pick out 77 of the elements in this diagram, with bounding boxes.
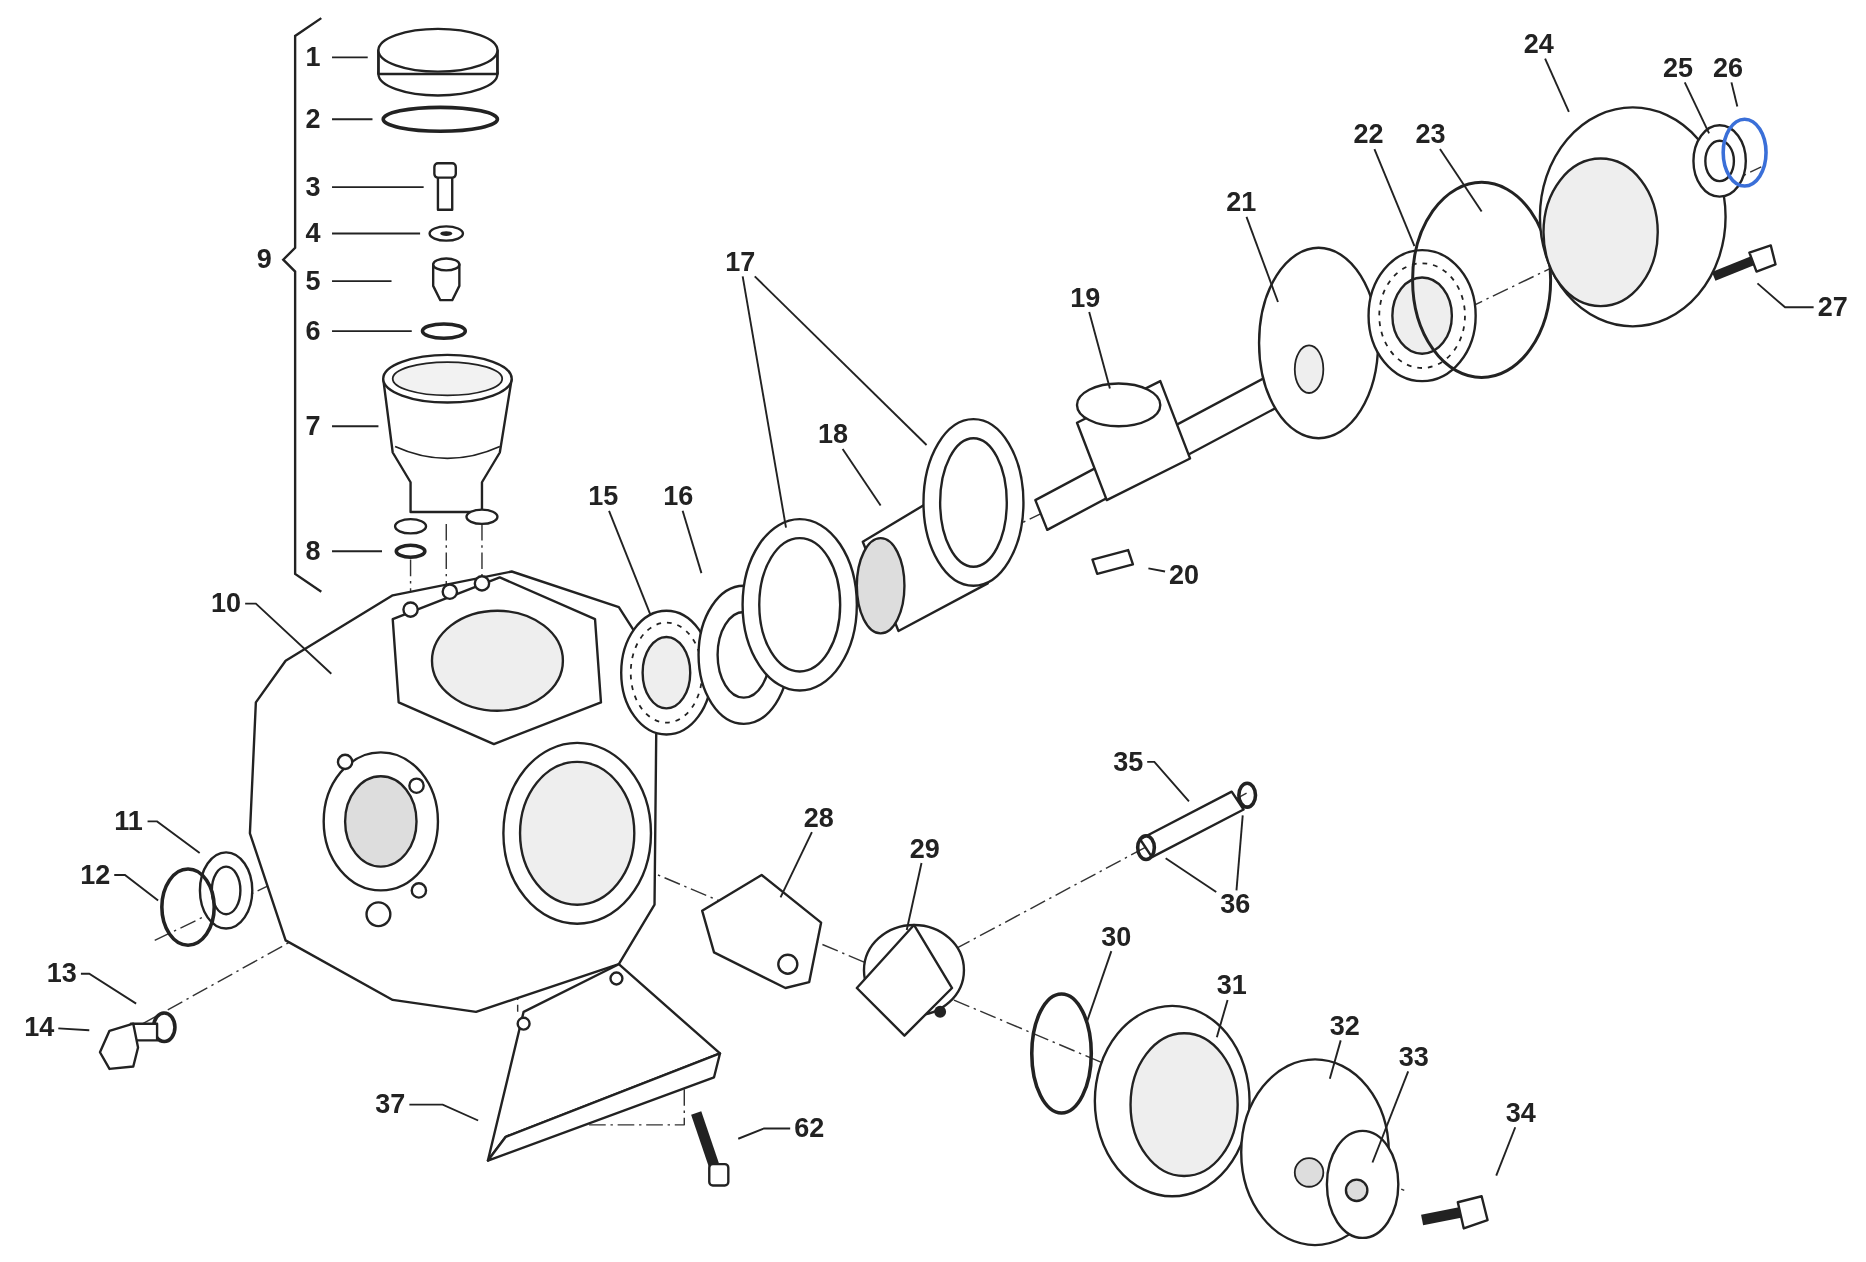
leader-line xyxy=(681,509,703,575)
leader-line xyxy=(1215,998,1229,1039)
leader-line xyxy=(146,820,201,855)
leader-line xyxy=(608,509,652,617)
callout-number: 26 xyxy=(1711,52,1744,83)
callout-number: 21 xyxy=(1225,187,1258,218)
callout-number: 1 xyxy=(304,42,322,73)
callout-number: 2 xyxy=(304,104,322,134)
callout-number: 36 xyxy=(1219,889,1252,920)
callout-number: 34 xyxy=(1504,1097,1537,1128)
callout-number: 13 xyxy=(45,958,78,989)
leader-line xyxy=(1088,311,1111,390)
leader-line xyxy=(1328,1039,1342,1080)
leader-line xyxy=(331,425,380,428)
callout-number: 23 xyxy=(1414,119,1447,150)
leader-line xyxy=(331,280,393,283)
callout-number: 11 xyxy=(113,806,144,837)
leader-line xyxy=(1373,148,1416,248)
callout-number: 17 xyxy=(724,246,757,277)
leader-line xyxy=(1085,950,1113,1025)
leader-line xyxy=(57,1027,91,1032)
callout-number: 12 xyxy=(79,859,112,890)
leader-line xyxy=(331,118,374,121)
callout-number: 15 xyxy=(587,481,620,512)
callout-number: 9 xyxy=(255,244,273,275)
callout-number: 22 xyxy=(1352,119,1385,150)
leader-line xyxy=(741,275,787,529)
leader-line xyxy=(1147,567,1166,573)
callout-number: 62 xyxy=(793,1113,826,1144)
leader-line xyxy=(737,1127,792,1140)
callout-number: 14 xyxy=(23,1012,56,1042)
callout-number: 6 xyxy=(304,315,322,346)
leader-line xyxy=(331,186,425,189)
leader-line xyxy=(1164,857,1218,893)
callout-number: 33 xyxy=(1397,1041,1430,1072)
leader-line xyxy=(331,550,383,553)
callout-number: 24 xyxy=(1522,29,1555,60)
callout-number: 19 xyxy=(1069,282,1102,313)
leader-line xyxy=(244,602,333,675)
leader-line xyxy=(1495,1126,1517,1177)
leader-line xyxy=(79,972,138,1005)
leader-line xyxy=(1235,814,1244,892)
leader-line xyxy=(1544,57,1570,113)
leader-line xyxy=(1683,81,1710,135)
leader-line xyxy=(841,447,882,507)
callout-number: 5 xyxy=(304,265,322,296)
leader-line xyxy=(1245,215,1279,303)
leader-line xyxy=(113,874,160,902)
leader-line xyxy=(1439,148,1483,213)
leader-line xyxy=(1146,760,1190,803)
callout-number: 3 xyxy=(304,171,322,202)
callout-number: 27 xyxy=(1816,292,1849,323)
callout-number: 29 xyxy=(908,833,941,864)
callout-number: 18 xyxy=(817,419,850,450)
leader-line xyxy=(331,56,369,59)
leader-line xyxy=(408,1103,480,1122)
callout-number: 30 xyxy=(1100,921,1133,952)
leader-line xyxy=(1756,282,1815,309)
callout-number: 7 xyxy=(304,411,322,442)
callout-number: 4 xyxy=(304,218,322,249)
callout-number: 8 xyxy=(304,536,322,566)
leader-line xyxy=(905,862,923,931)
leader-line xyxy=(331,330,413,333)
callout-number: 35 xyxy=(1112,746,1145,777)
leader-line xyxy=(779,831,813,899)
callout-number: 31 xyxy=(1215,970,1248,1001)
leader-line xyxy=(331,232,422,235)
callout-number: 28 xyxy=(802,802,835,833)
callout-number: 25 xyxy=(1661,52,1694,83)
callout-number: 20 xyxy=(1168,559,1201,590)
callout-number: 10 xyxy=(210,588,243,619)
leader-line xyxy=(753,275,928,446)
callout-number: 16 xyxy=(662,481,695,512)
callout-number: 37 xyxy=(374,1089,407,1120)
leader-line xyxy=(1371,1070,1410,1164)
leader-line xyxy=(1730,81,1739,108)
callout-number: 32 xyxy=(1328,1010,1361,1041)
